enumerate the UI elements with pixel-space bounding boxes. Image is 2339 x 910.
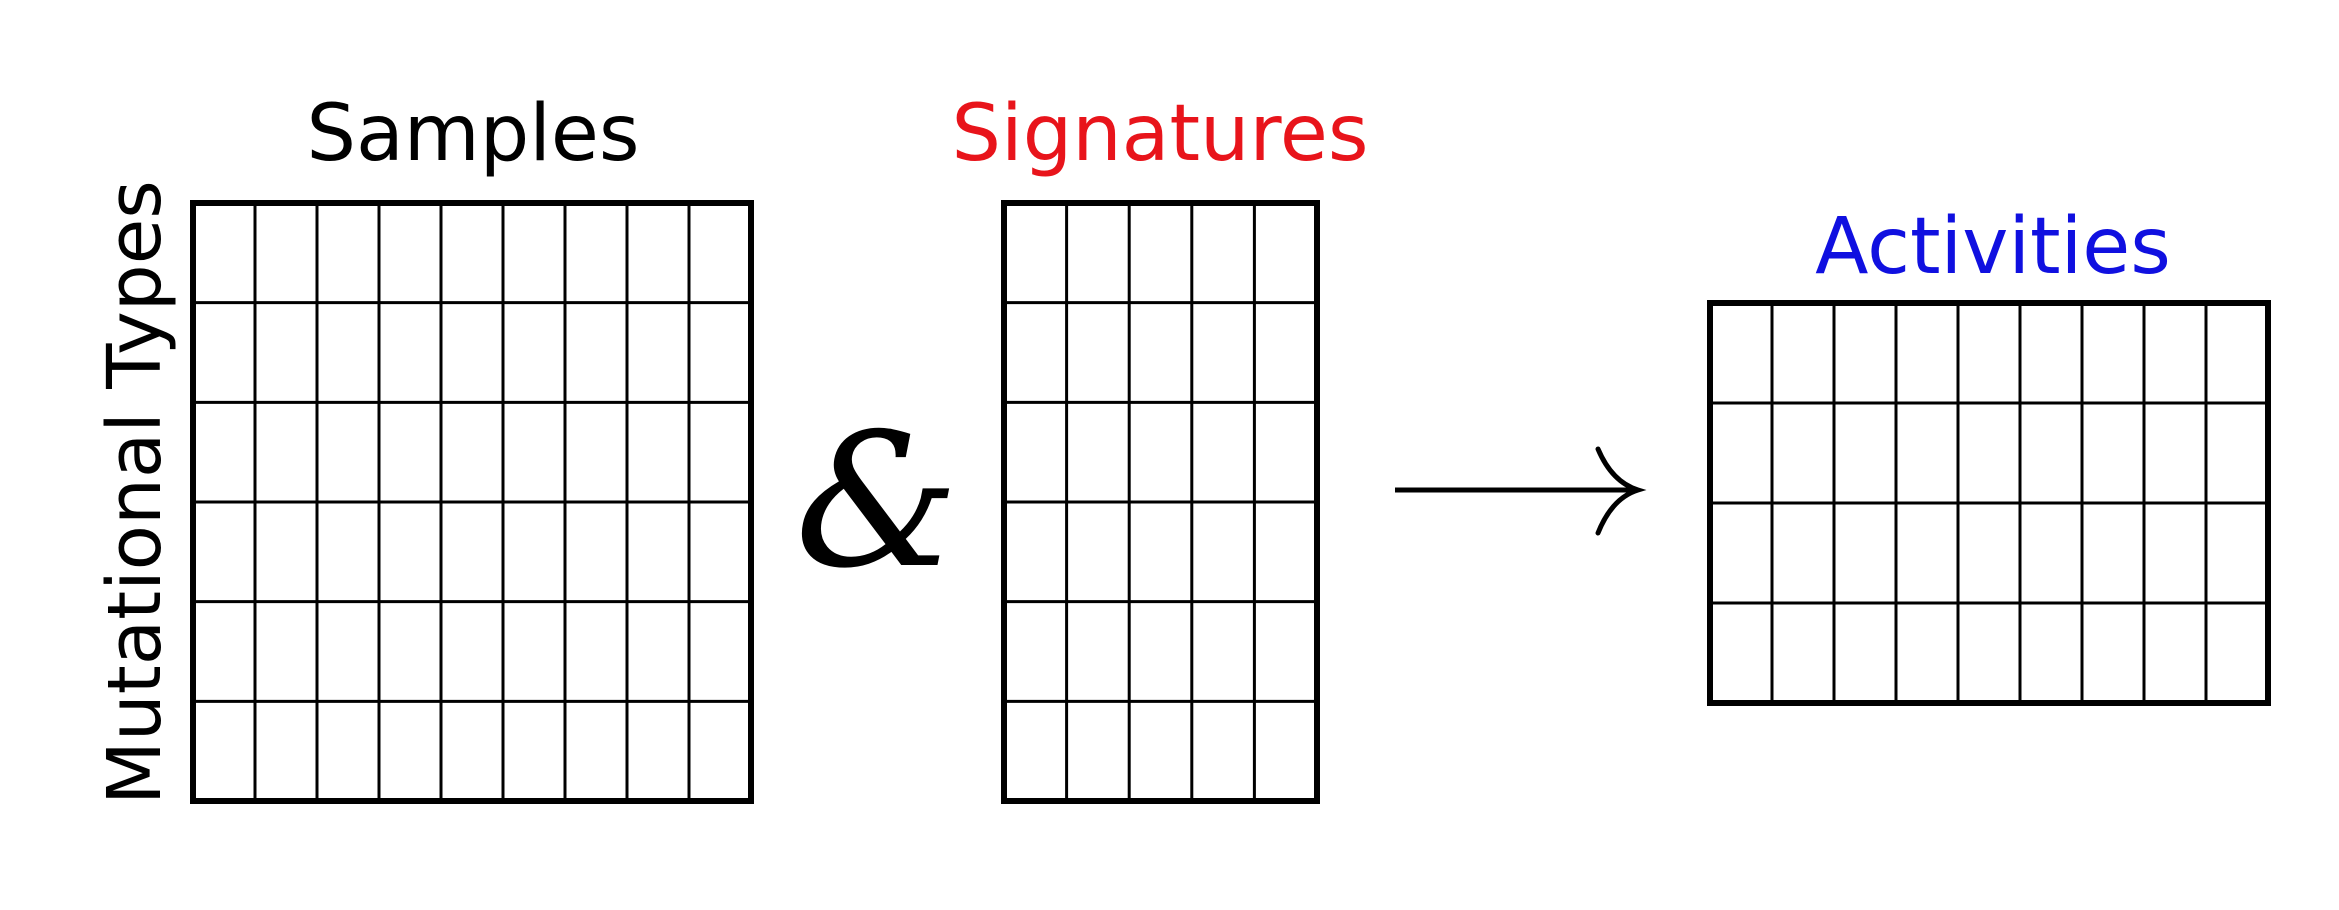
right-arrow-icon: [1395, 446, 1647, 536]
samples-matrix: [190, 200, 754, 804]
samples-title: Samples: [306, 89, 639, 179]
activities-title: Activities: [1815, 202, 2171, 292]
activities-matrix: [1707, 300, 2271, 706]
signatures-title: Signatures: [952, 89, 1369, 179]
samples-matrix-border: [190, 200, 754, 804]
signatures-matrix-border: [1001, 200, 1320, 804]
ampersand-icon: &: [795, 393, 960, 609]
activities-matrix-border: [1707, 300, 2271, 706]
mutational-types-label: Mutational Types: [92, 180, 178, 805]
signatures-matrix: [1001, 200, 1320, 804]
